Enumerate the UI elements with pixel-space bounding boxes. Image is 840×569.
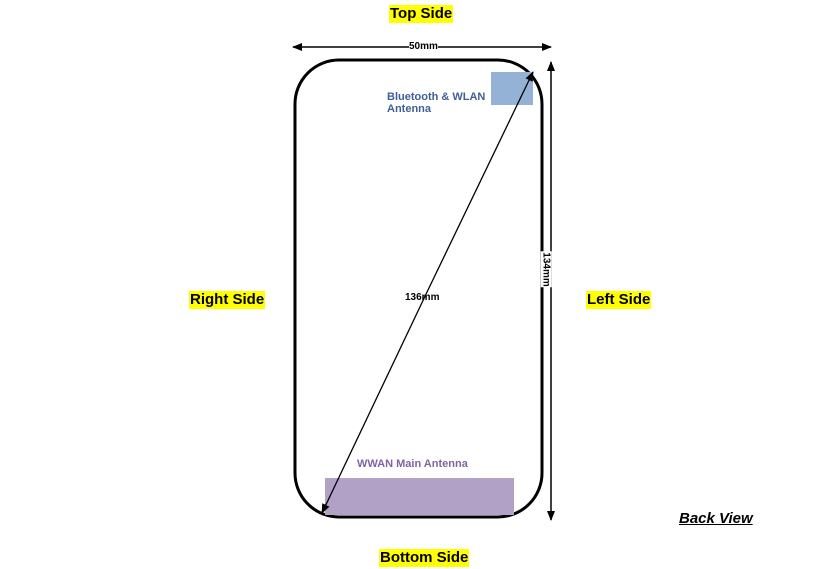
diagonal-arrow-down xyxy=(321,289,429,514)
bluetooth-wlan-label: Bluetooth & WLAN Antenna xyxy=(387,91,485,115)
diagonal-dimension-label: 136mm xyxy=(405,292,440,303)
bluetooth-wlan-label-line1: Bluetooth & WLAN xyxy=(387,91,486,103)
back-view-title: Back View xyxy=(679,510,753,527)
width-dimension-label: 50mm xyxy=(409,41,438,52)
right-side-label: Right Side xyxy=(189,291,266,309)
wwan-main-antenna-area xyxy=(325,478,514,515)
bluetooth-wlan-label-line2: Antenna xyxy=(387,103,431,115)
top-side-label: Top Side xyxy=(389,5,454,23)
wwan-label: WWAN Main Antenna xyxy=(357,458,468,470)
bottom-side-label: Bottom Side xyxy=(379,549,470,567)
height-dimension-label: 134mm xyxy=(540,251,552,288)
bluetooth-wlan-antenna-area xyxy=(491,72,533,105)
diagonal-arrow-up xyxy=(427,71,534,291)
left-side-label: Left Side xyxy=(586,291,652,309)
device-outline xyxy=(293,58,544,519)
